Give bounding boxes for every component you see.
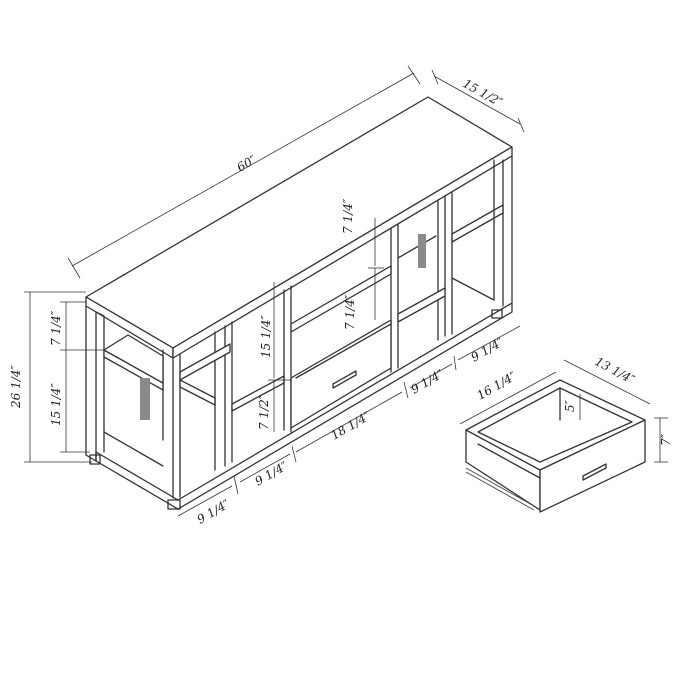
label-center-upper: 7 1/4″ bbox=[341, 198, 355, 234]
label-overall-depth: 15 1/2″ bbox=[461, 76, 506, 109]
drawer-detail-handle bbox=[582, 463, 607, 481]
label-left-lower: 15 1/4″ bbox=[49, 383, 63, 426]
label-drawer-inner-height: 5″ bbox=[563, 399, 577, 412]
center-shelf bbox=[290, 265, 392, 333]
label-right-bay-outer: 9 1/4″ bbox=[469, 335, 507, 365]
left-post-front bbox=[85, 305, 97, 462]
tv-stand bbox=[85, 96, 513, 510]
label-right-bay-inner: 9 1/4″ bbox=[409, 367, 447, 397]
label-overall-height: 26 1/4″ bbox=[9, 365, 23, 409]
foot bbox=[491, 309, 503, 319]
label-center-lower: 7 1/2″ bbox=[257, 394, 271, 430]
drawer-slide bbox=[465, 467, 535, 507]
label-left-bay-inner: 9 1/4″ bbox=[253, 459, 291, 489]
drawer-front-panel bbox=[539, 419, 646, 513]
label-overall-width: 60″ bbox=[235, 152, 260, 174]
right-bay-shelf bbox=[397, 287, 446, 323]
top-surface bbox=[85, 96, 513, 349]
label-center-mid: 7 1/4″ bbox=[343, 294, 357, 330]
label-left-upper: 7 1/4″ bbox=[49, 310, 63, 346]
second-bay-upper-shelf bbox=[179, 343, 231, 381]
drawer-handle bbox=[332, 370, 357, 389]
foot bbox=[89, 454, 101, 465]
dimension-lines bbox=[24, 65, 668, 517]
far-right-shelf bbox=[451, 204, 504, 243]
label-drawer-width: 16 1/4″ bbox=[475, 369, 520, 403]
center-drawer-front bbox=[290, 319, 392, 429]
label-drawer-depth: 13 1/4″ bbox=[593, 354, 638, 387]
drawer-detail bbox=[465, 379, 646, 513]
foot bbox=[167, 499, 181, 510]
label-left-bay-outer: 9 1/4″ bbox=[195, 497, 233, 527]
label-drawer-height: 7″ bbox=[659, 433, 673, 446]
label-center-shelf-height: 15 1/4″ bbox=[259, 315, 273, 358]
